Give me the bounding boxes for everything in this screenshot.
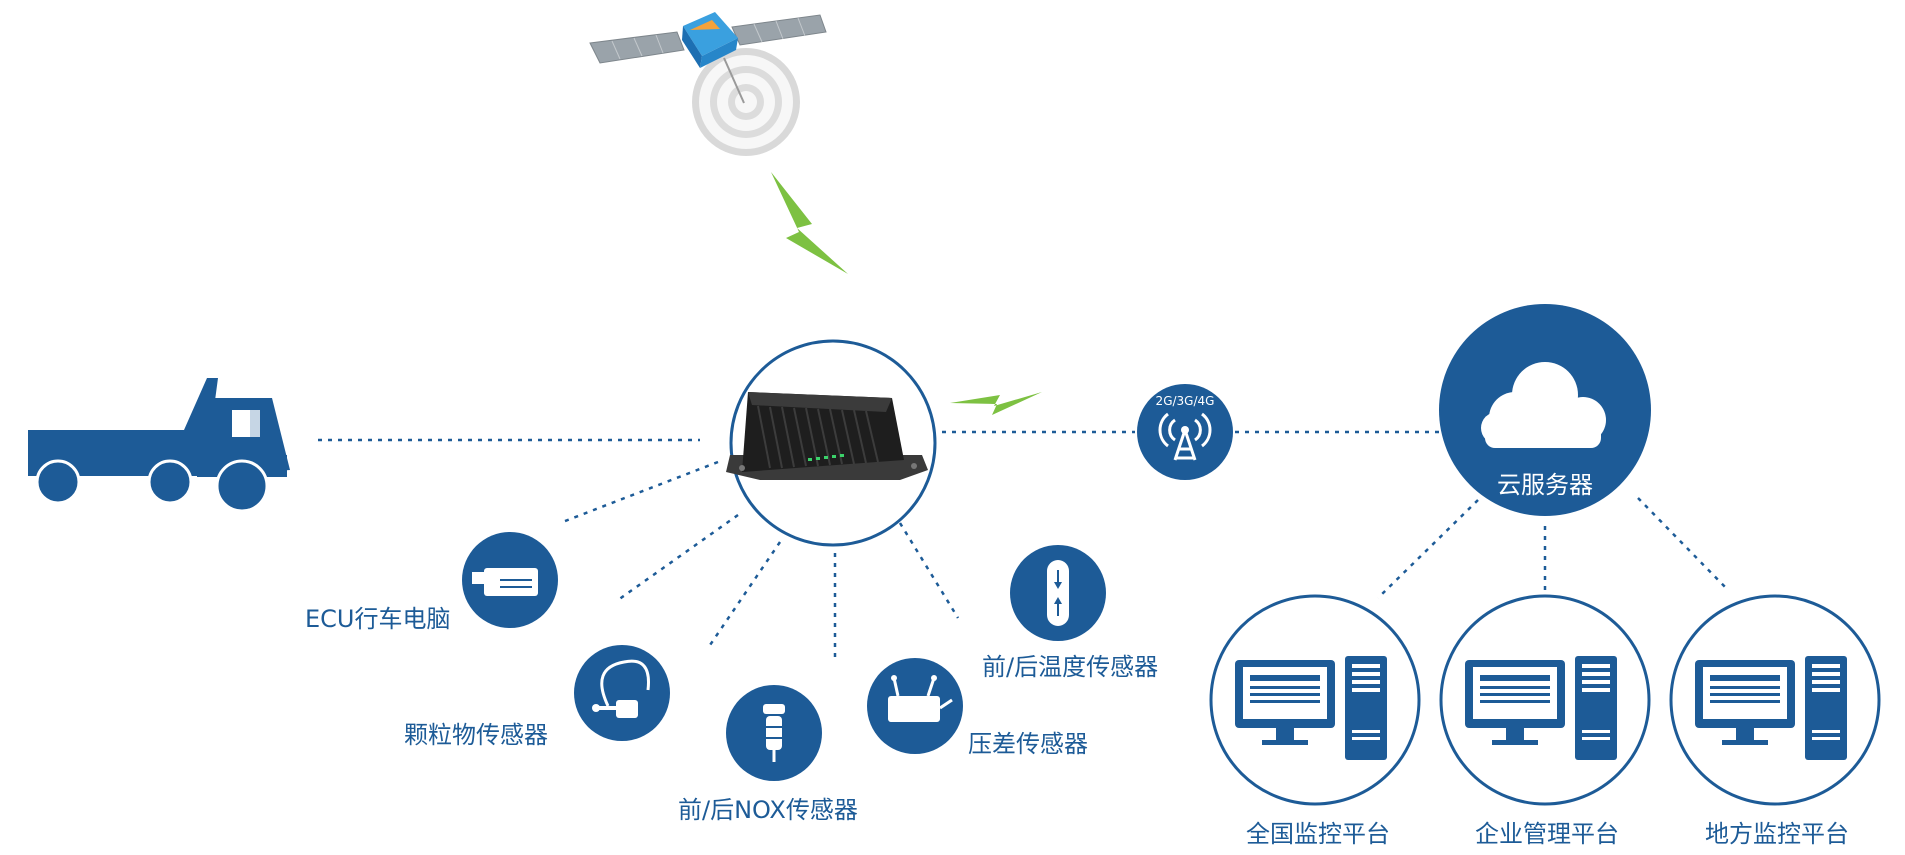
- cloud-server-label: 云服务器: [1497, 471, 1593, 499]
- pressure-sensor-label: 压差传感器: [968, 730, 1088, 758]
- computer-icon-national: [1209, 594, 1421, 806]
- ecu-line: [559, 460, 719, 525]
- satellite-icon: [589, 12, 827, 156]
- cloud-to-national-line: [1377, 499, 1479, 599]
- enterprise-platform-label: 企业管理平台: [1475, 820, 1619, 848]
- truck-icon: [28, 378, 290, 513]
- lightning-icon: [950, 392, 1042, 415]
- cell-tower-icon: [1137, 384, 1233, 480]
- particulate-sensor-label: 颗粒物传感器: [404, 721, 548, 749]
- cloud-icon: [1439, 304, 1651, 516]
- ecu-label: ECU行车电脑: [305, 605, 451, 633]
- computer-icon-enterprise: [1439, 594, 1651, 806]
- computer-icon-local: [1669, 594, 1881, 806]
- nox-line: [706, 541, 782, 649]
- lightning-icon: [771, 172, 848, 274]
- temperature-sensor-icon: [1010, 545, 1106, 641]
- local-platform-label: 地方监控平台: [1705, 820, 1849, 848]
- network-badge: 2G/3G/4G: [1155, 394, 1215, 408]
- nox-sensor-icon: [726, 685, 822, 781]
- cloud-to-local-line: [1637, 497, 1729, 591]
- ecu-icon: [462, 532, 558, 628]
- connectors: [318, 430, 1729, 662]
- pressure-sensor-icon: [867, 658, 963, 754]
- particulate-line: [617, 513, 739, 602]
- national-platform-label: 全国监控平台: [1246, 820, 1390, 848]
- nox-sensor-label: 前/后NOX传感器: [678, 796, 858, 824]
- particulate-sensor-icon: [574, 645, 670, 741]
- temperature-line: [898, 522, 960, 619]
- temperature-sensor-label: 前/后温度传感器: [982, 653, 1159, 681]
- terminal-device: [726, 339, 937, 547]
